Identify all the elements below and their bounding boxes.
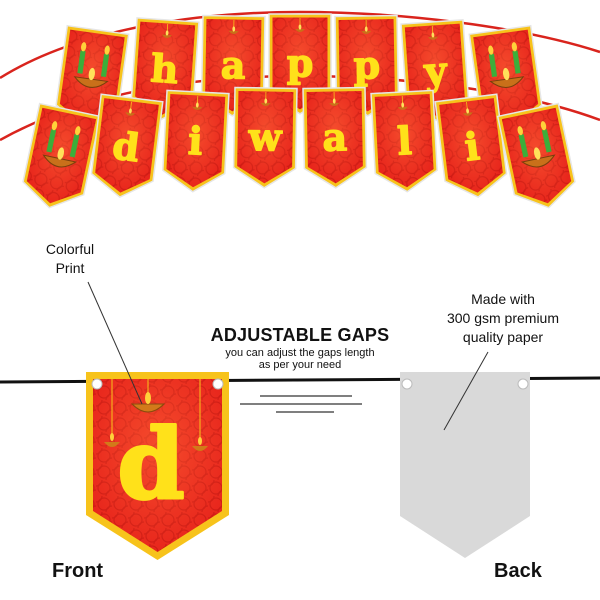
banner-flag-diya [22, 102, 102, 209]
banner-flag-diya [496, 102, 576, 209]
banner-flag-i: i [434, 93, 508, 198]
banner-letter: h [149, 45, 180, 92]
paper-quality-pointer [443, 351, 489, 431]
banner-letter: i [462, 123, 482, 169]
diya-candles-icon [517, 121, 556, 168]
colorful-print-callout: Colorful Print [20, 240, 120, 278]
banner-letter: d [110, 123, 142, 171]
banner-letter: a [322, 114, 347, 159]
banner-flag-w: w [232, 86, 298, 189]
adjustable-gaps-title: ADJUSTABLE GAPS [210, 325, 390, 345]
banner-flag-a: a [302, 86, 368, 189]
banner-letter: p [287, 40, 314, 85]
banner-letter: a [220, 42, 245, 87]
front-flag-letter: d [117, 408, 184, 521]
banner-letter: i [187, 118, 204, 164]
adjustable-gaps-block: ADJUSTABLE GAPS you can adjust the gaps … [165, 325, 435, 371]
banner-letter: p [353, 42, 380, 87]
banner-flag-l: l [370, 89, 438, 193]
banner-letter: y [422, 48, 449, 95]
paper-quality-text: Made with 300 gsm premium quality paper [446, 291, 560, 345]
back-label: Back [494, 560, 542, 582]
diya-candles-icon [42, 121, 81, 168]
front-flag: d [86, 372, 229, 560]
diya-lamp-icon [104, 379, 208, 451]
back-flag [400, 372, 530, 558]
banner-flag-i: i [162, 89, 230, 193]
front-label: Front [52, 560, 104, 582]
banner-flag-d: d [90, 93, 164, 198]
banner-letter: w [247, 114, 283, 160]
diya-candles-icon [488, 42, 525, 88]
gap-indicator-lines [240, 395, 362, 413]
paper-quality-callout: Made with 300 gsm premium quality paper [428, 290, 578, 347]
colorful-print-pointer [87, 281, 143, 405]
colorful-print-text: Colorful Print [45, 241, 95, 276]
diya-candles-icon [73, 42, 110, 88]
banner-letter: l [396, 118, 413, 164]
adjustable-gaps-subtitle: you can adjust the gaps length as per yo… [225, 347, 375, 371]
